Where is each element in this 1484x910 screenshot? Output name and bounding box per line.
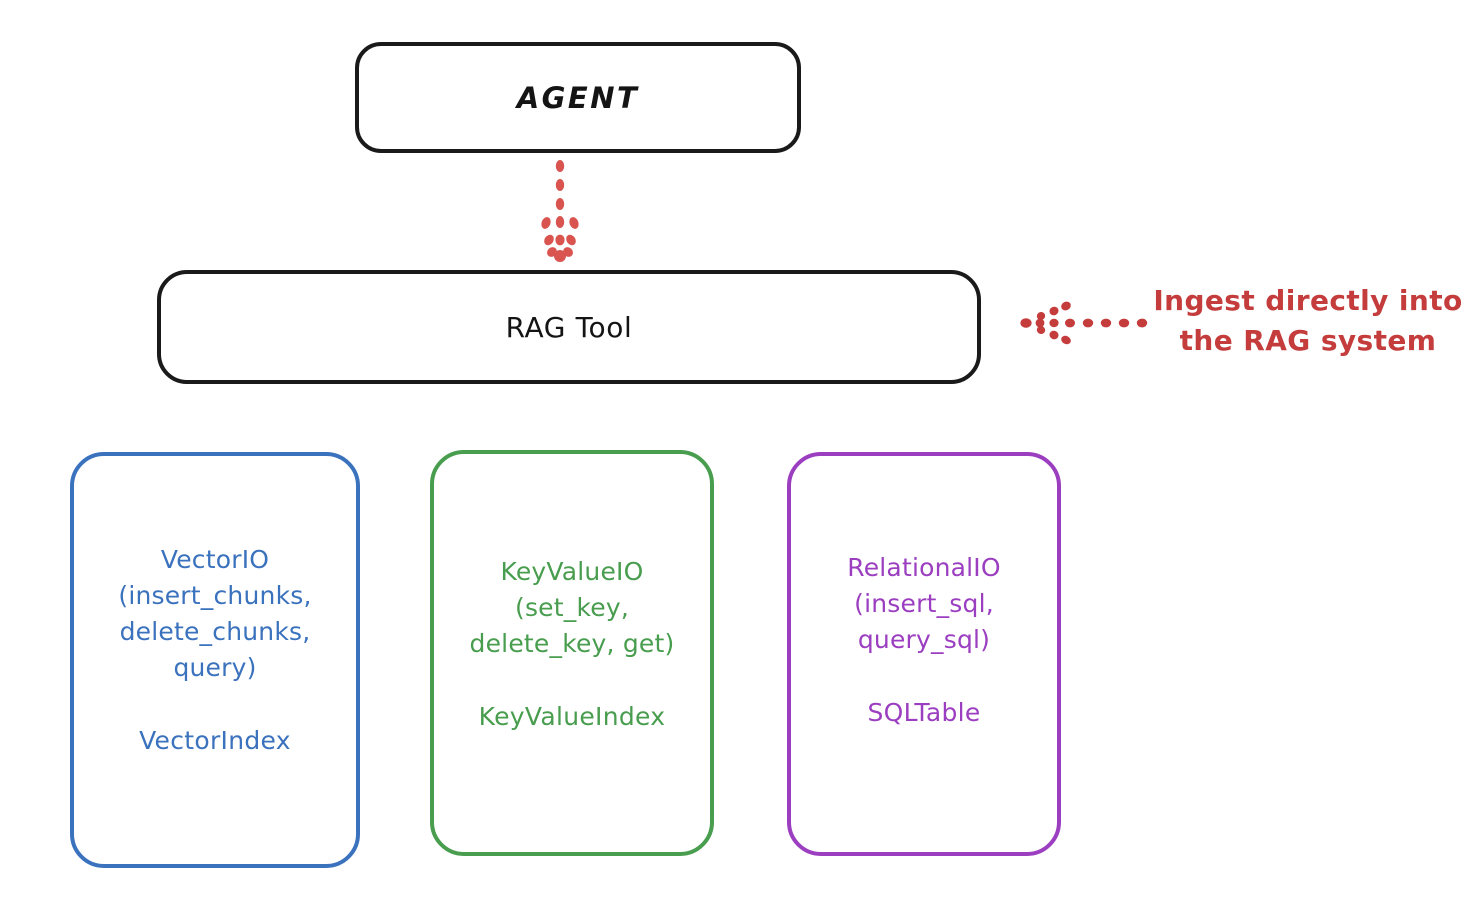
agent-node-label: AGENT xyxy=(516,80,640,115)
keyvalueio-node[interactable]: KeyValueIO (set_key, delete_key, get) Ke… xyxy=(430,450,714,856)
vectorio-index-label: VectorIndex xyxy=(139,726,291,755)
rag-tool-node[interactable]: RAG Tool xyxy=(157,270,981,384)
ingest-arrow-icon xyxy=(1020,301,1148,345)
relationalio-line-3: query_sql) xyxy=(857,625,991,654)
relationalio-line-2: (insert_sql, xyxy=(854,589,994,618)
keyvalueio-line-1: KeyValueIO xyxy=(500,557,644,586)
ingest-annotation: Ingest directly into the RAG system xyxy=(1148,281,1468,361)
relationalio-signature: RelationalIO (insert_sql, query_sql) xyxy=(791,550,1057,658)
agent-to-ragtool-arrow xyxy=(541,160,579,262)
vectorio-line-3: delete_chunks, xyxy=(119,617,311,646)
ingest-annotation-line-2: the RAG system xyxy=(1179,324,1437,357)
vectorio-line-2: (insert_chunks, xyxy=(118,581,312,610)
relationalio-line-1: RelationalIO xyxy=(847,553,1001,582)
keyvalueio-line-2: (set_key, xyxy=(515,593,629,622)
keyvalueio-index-label: KeyValueIndex xyxy=(478,702,666,731)
agent-node[interactable]: AGENT xyxy=(355,42,801,153)
vectorio-line-1: VectorIO xyxy=(160,545,270,574)
vectorio-signature: VectorIO (insert_chunks, delete_chunks, … xyxy=(74,542,356,686)
keyvalueio-line-3: delete_key, get) xyxy=(469,629,675,658)
rag-tool-node-label: RAG Tool xyxy=(505,310,633,344)
vectorio-node[interactable]: VectorIO (insert_chunks, delete_chunks, … xyxy=(70,452,360,868)
relationalio-node[interactable]: RelationalIO (insert_sql, query_sql) SQL… xyxy=(787,452,1061,856)
ingest-annotation-line-1: Ingest directly into xyxy=(1153,284,1463,317)
relationalio-index-label: SQLTable xyxy=(867,698,981,727)
keyvalueio-signature: KeyValueIO (set_key, delete_key, get) xyxy=(434,554,710,662)
vectorio-line-4: query) xyxy=(173,653,257,682)
